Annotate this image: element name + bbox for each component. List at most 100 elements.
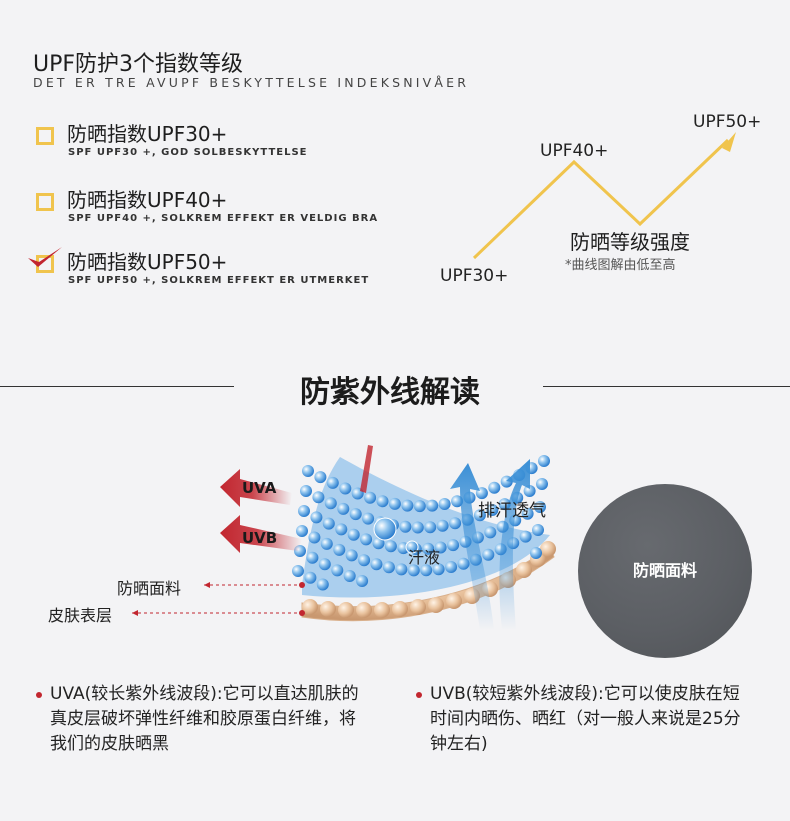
fabric-bead bbox=[482, 548, 495, 561]
uva-description-text: UVA(较长紫外线波段):它可以直达肌肤的真皮层破坏弹性纤维和胶原蛋白纤维，将我… bbox=[50, 684, 359, 754]
breath-label: 排汗透气 bbox=[478, 501, 546, 521]
fabric-bead bbox=[486, 504, 499, 516]
fabric-bead bbox=[534, 501, 546, 513]
fabric-bead bbox=[304, 571, 317, 584]
fabric-bead bbox=[532, 524, 544, 536]
fabric-swatch bbox=[578, 484, 752, 658]
curve-point-upf30: UPF30+ bbox=[440, 266, 509, 286]
fabric-bead bbox=[339, 482, 352, 495]
divider-left bbox=[0, 386, 234, 387]
fabric-bead bbox=[420, 564, 433, 577]
level-subtitle: SPF UPF40 +, SOLKREM EFFEKT ER VELDIG BR… bbox=[68, 213, 379, 224]
fabric-bead bbox=[424, 521, 437, 534]
level-upf30: 防晒指数UPF30+ SPF UPF30 +, GOD SOLBESKYTTEL… bbox=[30, 118, 410, 166]
fabric-bead bbox=[395, 563, 408, 576]
section-title: 防紫外线解读 bbox=[300, 375, 480, 410]
sweat-label: 汗液 bbox=[408, 548, 441, 567]
fabric-bead bbox=[488, 481, 501, 494]
fabric-bead bbox=[358, 554, 371, 567]
breath-arrow-icon bbox=[450, 463, 494, 630]
fabric-bead bbox=[407, 564, 420, 577]
fabric-bead bbox=[298, 505, 310, 517]
fabric-bead bbox=[322, 517, 335, 530]
fabric-bead bbox=[388, 497, 401, 510]
breath-arrow-icon bbox=[499, 459, 530, 630]
level-title: 防晒指数UPF40+ bbox=[67, 188, 228, 212]
fabric-bead bbox=[432, 563, 445, 576]
fabric-bead bbox=[310, 511, 323, 524]
fabric-bead bbox=[331, 564, 344, 577]
fabric-bead bbox=[422, 542, 435, 555]
fabric-bead bbox=[326, 476, 339, 489]
fabric-bead bbox=[523, 485, 536, 497]
fabric-label: 防晒面料 bbox=[117, 579, 182, 598]
fabric-bead bbox=[370, 558, 383, 571]
fabric-bead bbox=[521, 507, 534, 520]
fabric-bead bbox=[473, 509, 486, 522]
fabric-swatch-label: 防晒面料 bbox=[632, 561, 697, 580]
page-subtitle: DET ER TRE AVUPF BESKYTTELSE INDEKSNIVÅE… bbox=[33, 75, 470, 90]
fabric-bead bbox=[399, 520, 412, 533]
fabric-bead bbox=[457, 557, 470, 570]
fabric-bead bbox=[536, 478, 548, 490]
fabric-bead bbox=[445, 561, 458, 573]
fabric-bead bbox=[484, 526, 497, 539]
divider-right bbox=[543, 386, 790, 387]
fabric-bead bbox=[345, 549, 358, 562]
skin-label: 皮肤表层 bbox=[48, 606, 113, 625]
fabric-bead bbox=[434, 541, 447, 554]
curve-point-upf50: UPF50+ bbox=[693, 112, 762, 132]
fabric-bead bbox=[318, 558, 331, 571]
fabric-bead bbox=[436, 519, 449, 532]
page-title: UPF防护3个指数等级 bbox=[33, 52, 244, 77]
uva-label: UVA bbox=[242, 479, 277, 497]
bullet-dot-icon bbox=[416, 692, 422, 698]
pointer-dot bbox=[299, 582, 305, 588]
sweat-drop bbox=[405, 540, 419, 554]
fabric-bead bbox=[306, 551, 319, 564]
fabric-bead bbox=[349, 508, 362, 521]
fabric-bead bbox=[384, 540, 397, 553]
level-upf50: 防晒指数UPF50+ SPF UPF50 +, SOLKREM EFFEKT E… bbox=[28, 246, 410, 294]
curve-point-upf40: UPF40+ bbox=[540, 141, 609, 161]
fabric-bead bbox=[530, 547, 542, 559]
fabric-bead bbox=[296, 525, 308, 537]
fabric-bead bbox=[324, 497, 337, 510]
level-title: 防晒指数UPF50+ bbox=[67, 250, 228, 274]
fabric-bead bbox=[343, 570, 356, 582]
fabric-bead bbox=[372, 537, 385, 550]
fabric-bead bbox=[382, 561, 395, 574]
fabric-bead bbox=[519, 530, 532, 543]
fabric-bead bbox=[302, 465, 314, 477]
fabric-bead bbox=[364, 491, 377, 504]
uva-arrow-icon bbox=[220, 469, 292, 507]
fabric-bead bbox=[360, 533, 373, 546]
fabric-bead bbox=[362, 512, 375, 525]
fabric-bead bbox=[438, 498, 451, 510]
sweat-drop bbox=[373, 517, 397, 541]
fabric-bead bbox=[449, 517, 462, 530]
fabric-bead bbox=[308, 531, 321, 544]
fabric-bead bbox=[333, 543, 346, 556]
fabric-beads bbox=[292, 455, 550, 591]
fabric-bead bbox=[356, 575, 369, 587]
pointer-dot bbox=[299, 610, 305, 616]
level-subtitle: SPF UPF30 +, GOD SOLBESKYTTELSE bbox=[68, 147, 308, 158]
fabric-bead bbox=[314, 471, 327, 484]
fabric-bead bbox=[337, 502, 350, 515]
uvb-description-text: UVB(较短紫外线波段):它可以使皮肤在短时间内晒伤、晒红（对一般人来说是25分… bbox=[430, 684, 741, 754]
curve-note: *曲线图解由低至高 bbox=[565, 258, 676, 273]
uva-description: UVA(较长紫外线波段):它可以直达肌肤的真皮层破坏弹性纤维和胶原蛋白纤维，将我… bbox=[36, 682, 372, 757]
fabric-bead bbox=[426, 499, 439, 512]
uvb-label: UVB bbox=[242, 529, 278, 547]
fabric-bead bbox=[300, 485, 312, 497]
curve-arrowhead-icon bbox=[722, 132, 736, 152]
fabric-bead bbox=[411, 521, 424, 534]
curve-title: 防晒等级强度 bbox=[570, 230, 690, 254]
level-subtitle: SPF UPF50 +, SOLKREM EFFEKT ER UTMERKET bbox=[68, 275, 370, 286]
uvb-description: UVB(较短紫外线波段):它可以使皮肤在短时间内晒伤、晒红（对一般人来说是25分… bbox=[416, 682, 752, 757]
fabric-bead bbox=[447, 539, 460, 552]
uvb-arrow-icon bbox=[220, 515, 302, 553]
checkbox-icon bbox=[36, 193, 54, 211]
checkbox-icon bbox=[36, 127, 54, 145]
